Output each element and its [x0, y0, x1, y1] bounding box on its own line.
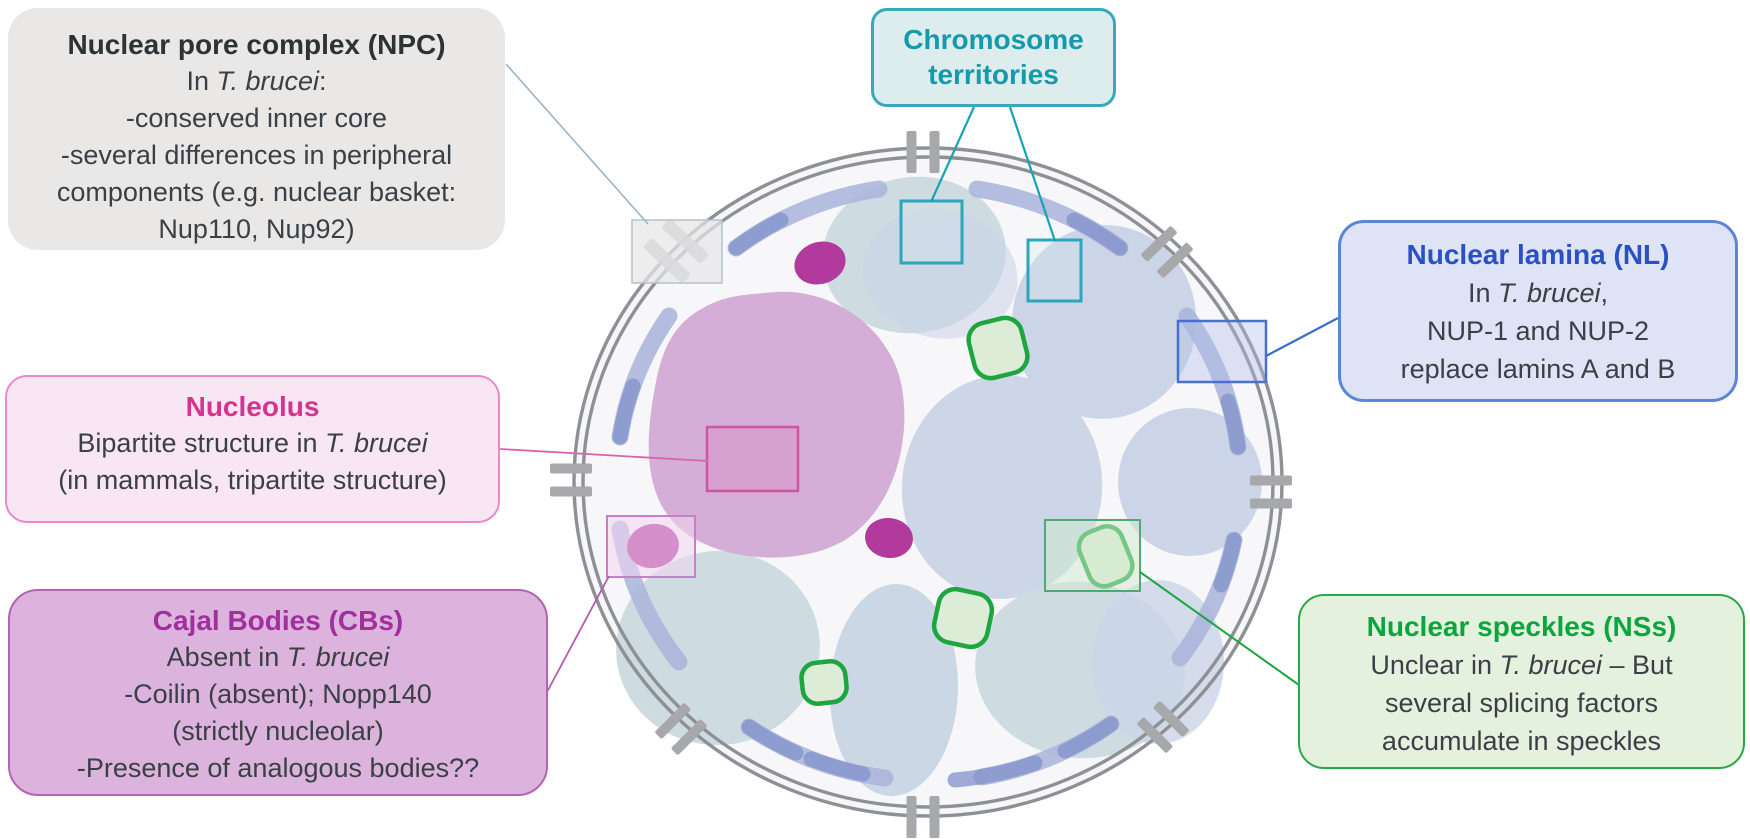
text-line: components (e.g. nuclear basket:: [56, 177, 457, 207]
callout-nucleolus: Nucleolus Bipartite structure in T. bruc…: [5, 375, 500, 523]
lamina-arc-dark: [803, 751, 871, 782]
roi-nucleolus: [705, 425, 800, 493]
text-line: (strictly nucleolar): [172, 716, 384, 746]
callout-body: Absent in T. brucei -Coilin (absent); Nop…: [10, 639, 546, 787]
lamina-arc-dark: [947, 755, 1043, 788]
speckle-blob: [799, 659, 849, 706]
lamina-dark-accents: [612, 212, 1246, 788]
nuclear-pore-icon: [1250, 475, 1292, 509]
text-line: In T. brucei:: [186, 66, 327, 96]
callout-title: Nuclear lamina (NL): [1406, 239, 1670, 270]
roi-chromosome-territory-1: [899, 199, 964, 265]
nuclear-pore-icon: [550, 463, 592, 497]
nuclear-pore-icon: [906, 131, 940, 173]
callout-body: Bipartite structure in T. brucei (in mamm…: [7, 425, 498, 499]
connector-chromosome-2: [1008, 106, 1057, 242]
nuclear-pore-icon: [1137, 701, 1189, 753]
connector-cajal: [546, 575, 610, 693]
lamina-arc-dark: [1066, 212, 1128, 256]
speckle-blob: [931, 586, 995, 650]
roi-nuclear-lamina: [1176, 319, 1268, 384]
text-line: Bipartite structure in T. brucei: [77, 428, 428, 458]
callout-body: In T. brucei: -conserved inner core -sever…: [8, 63, 505, 248]
callout-chromosome-territories: Chromosome territories: [871, 8, 1116, 107]
territory-bottom-right-shade: [1092, 580, 1224, 744]
text-line: Unclear in T. brucei – But: [1370, 650, 1673, 680]
text-line: -several differences in peripheral: [60, 140, 453, 170]
text-line: accumulate in speckles: [1381, 726, 1662, 756]
callout-nuclear-speckles: Nuclear speckles (NSs) Unclear in T. bru…: [1298, 594, 1745, 769]
text-line: Absent in T. brucei: [166, 642, 390, 672]
lamina-arc-dark: [612, 378, 641, 445]
text-line: replace lamins A and B: [1400, 354, 1676, 384]
lamina-arc-dark: [741, 719, 804, 761]
callout-title: Nuclear pore complex (NPC): [67, 29, 446, 60]
callout-nuclear-lamina: Nuclear lamina (NL) In T. brucei, NUP-1 a…: [1338, 220, 1738, 402]
lamina-arc-dark: [1220, 393, 1246, 455]
roi-nuclear-speckle: [1044, 519, 1141, 592]
callout-title: Nucleolus: [185, 391, 320, 422]
speckle-blob: [966, 315, 1030, 381]
lamina-arc-dark: [728, 212, 789, 256]
text-line: several splicing factors: [1384, 688, 1659, 718]
connector-lamina: [1265, 317, 1339, 357]
callout-nuclear-pore-complex: Nuclear pore complex (NPC) In T. brucei:…: [8, 8, 505, 250]
connector-npc: [505, 63, 649, 225]
roi-chromosome-territory-2: [1026, 238, 1083, 303]
connector-speckles: [1139, 571, 1300, 686]
text-line: Nup110, Nup92): [158, 214, 355, 244]
nuclear-pore-icon: [655, 703, 707, 755]
callout-body: Unclear in T. brucei – But several splici…: [1300, 646, 1743, 760]
territory-right: [1118, 408, 1262, 556]
text-line: (in mammals, tripartite structure): [58, 465, 447, 495]
nuclear-pore-icon: [906, 796, 940, 838]
lamina-arc-dark: [1057, 716, 1119, 759]
text-line: -Presence of analogous bodies??: [76, 753, 480, 783]
text-line: -conserved inner core: [125, 103, 388, 133]
territory-top-right: [1011, 225, 1197, 419]
lamina-arc-dark: [1213, 532, 1242, 593]
magenta-body: [794, 241, 846, 285]
callout-cajal-bodies: Cajal Bodies (CBs) Absent in T. brucei -C…: [8, 589, 548, 796]
callout-body: In T. brucei, NUP-1 and NUP-2 replace lami…: [1341, 274, 1735, 388]
magenta-body: [865, 517, 913, 559]
connector-nucleolus: [499, 448, 709, 462]
text-line: -Coilin (absent); Nopp140: [124, 679, 432, 709]
text-line: In T. brucei,: [1467, 278, 1609, 308]
connector-chromosome-1: [929, 106, 976, 203]
callout-title: Nuclear speckles (NSs): [1366, 611, 1677, 642]
roi-npc-square: [631, 219, 723, 284]
callout-title: Cajal Bodies (CBs): [152, 605, 404, 636]
nuclear-pore-icon: [1141, 226, 1193, 278]
text-line: NUP-1 and NUP-2: [1426, 316, 1650, 346]
roi-cajal-body: [606, 515, 696, 578]
callout-title: Chromosome territories: [903, 24, 1084, 90]
territory-bottom-center: [829, 584, 959, 796]
